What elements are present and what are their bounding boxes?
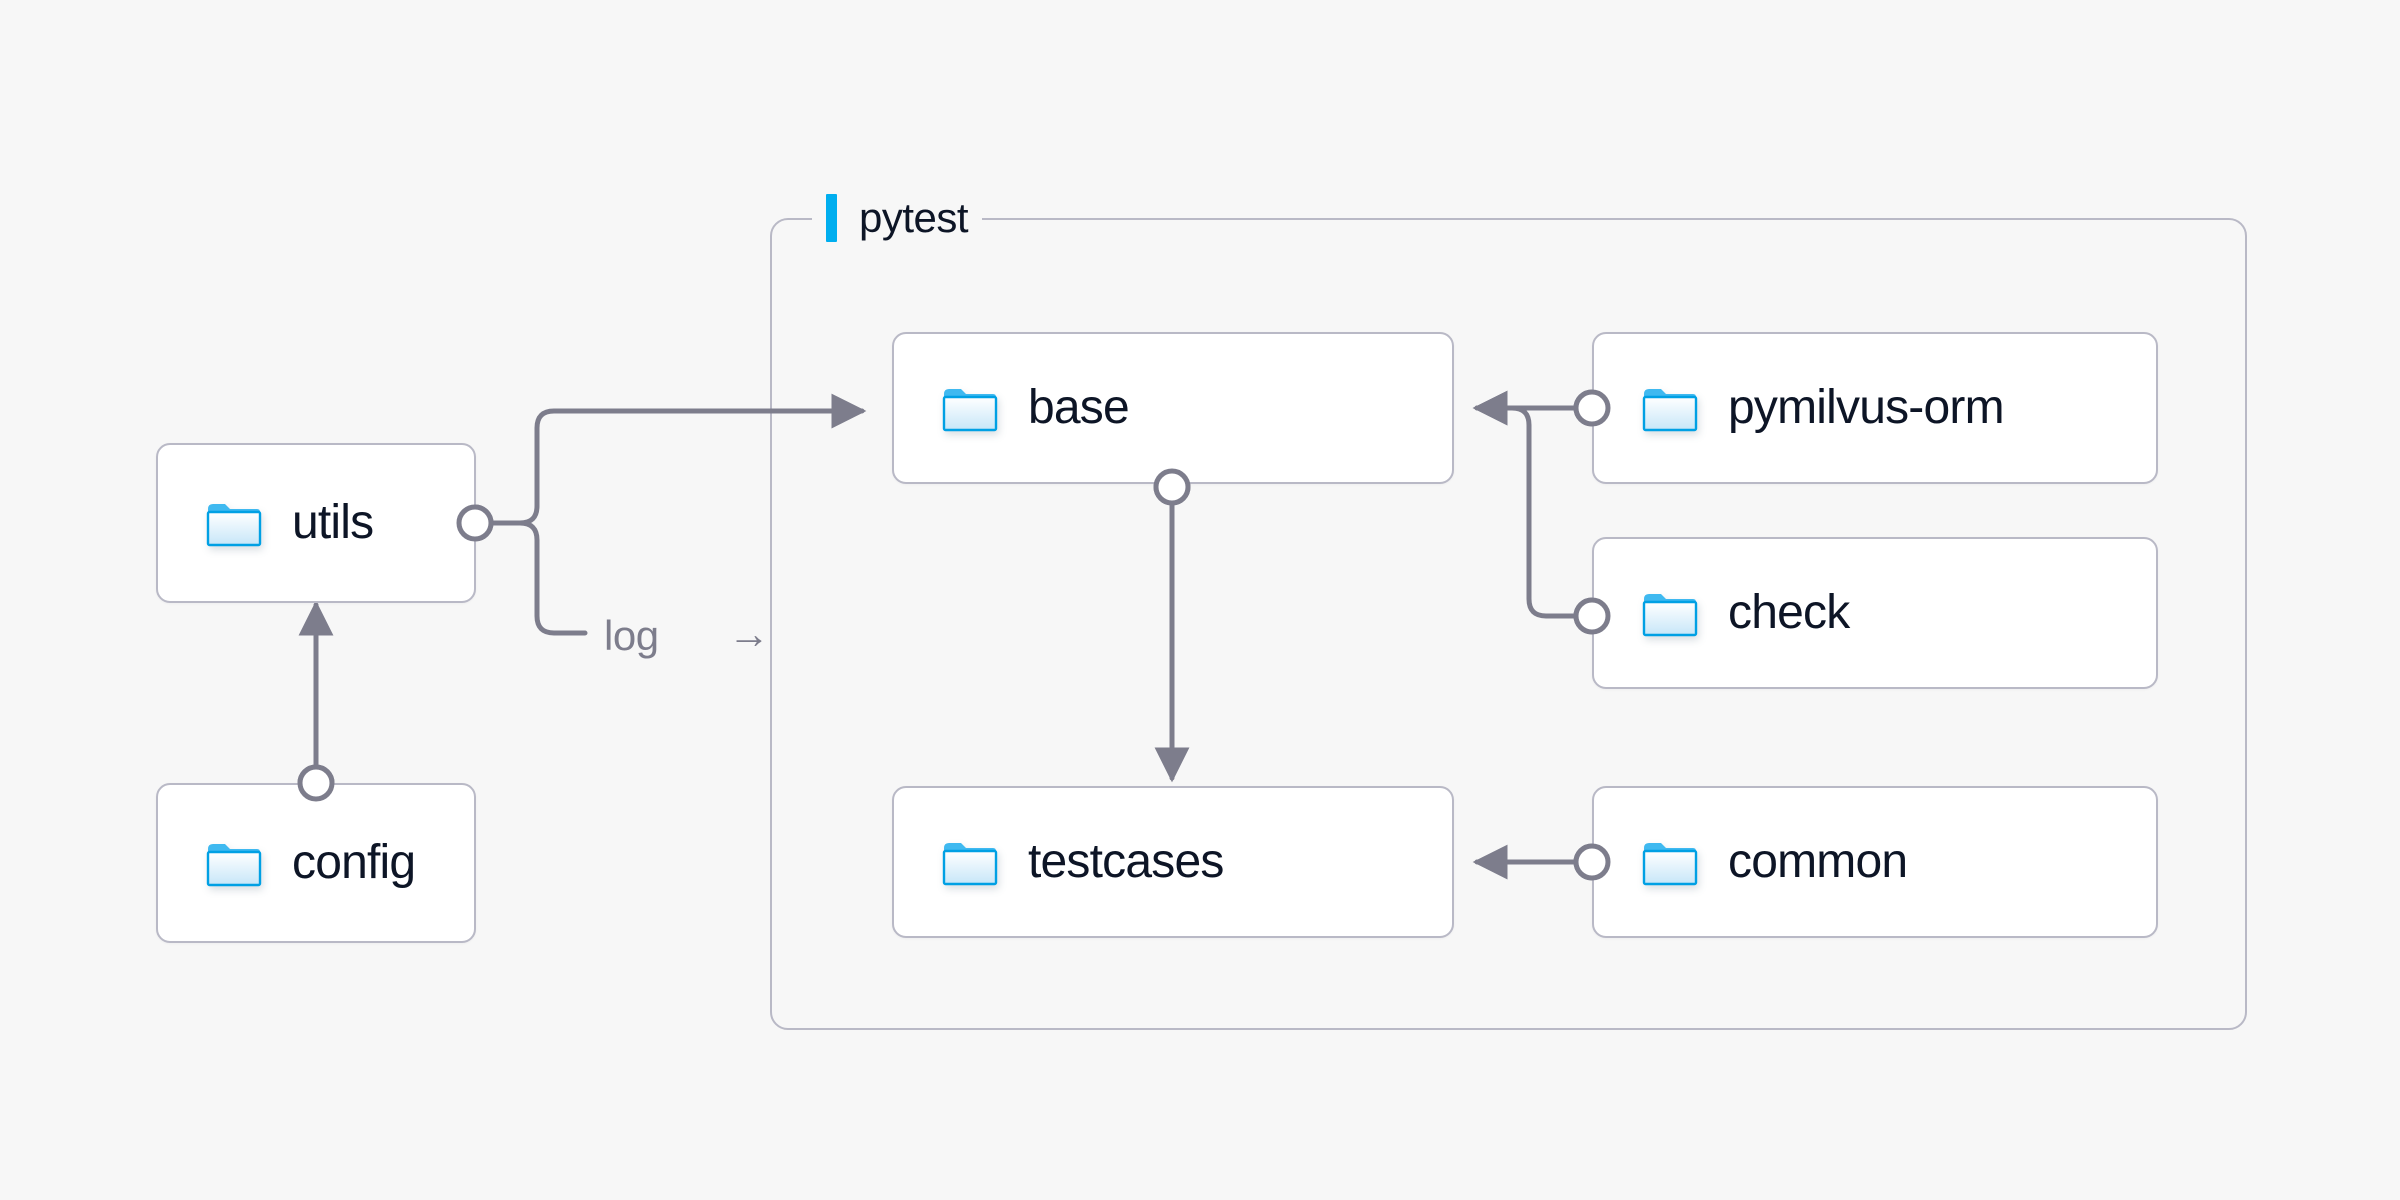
- node-utils[interactable]: utils: [156, 443, 476, 603]
- folder-icon: [206, 839, 262, 887]
- folder-icon: [1642, 838, 1698, 886]
- node-config[interactable]: config: [156, 783, 476, 943]
- node-label: pymilvus-orm: [1728, 381, 2005, 434]
- edge-utils-log-line: [488, 520, 588, 636]
- edge-config-to-utils: [297, 600, 335, 802]
- node-base[interactable]: base: [892, 332, 1454, 484]
- folder-icon: [1642, 384, 1698, 432]
- folder-icon: [942, 384, 998, 432]
- group-container-pytest[interactable]: [770, 218, 2247, 1030]
- folder-icon: [206, 499, 262, 547]
- group-accent-bar: [826, 194, 837, 242]
- node-label: check: [1728, 586, 1850, 639]
- node-common[interactable]: common: [1592, 786, 2158, 938]
- edge-utils-log-out: [488, 520, 588, 636]
- node-label: base: [1028, 381, 1130, 434]
- folder-icon: [942, 838, 998, 886]
- group-label-pytest: pytest: [812, 190, 983, 246]
- folder-icon: [1642, 589, 1698, 637]
- node-check[interactable]: check: [1592, 537, 2158, 689]
- node-label: config: [292, 836, 416, 889]
- node-label: testcases: [1028, 835, 1224, 888]
- edge-label-log: log: [604, 612, 659, 659]
- edge-label-log-arrow-icon: →: [728, 610, 770, 657]
- node-testcases[interactable]: testcases: [892, 786, 1454, 938]
- node-pymilvus-orm[interactable]: pymilvus-orm: [1592, 332, 2158, 484]
- node-label: utils: [292, 496, 374, 549]
- node-label: common: [1728, 835, 1908, 888]
- group-label-text: pytest: [859, 194, 969, 241]
